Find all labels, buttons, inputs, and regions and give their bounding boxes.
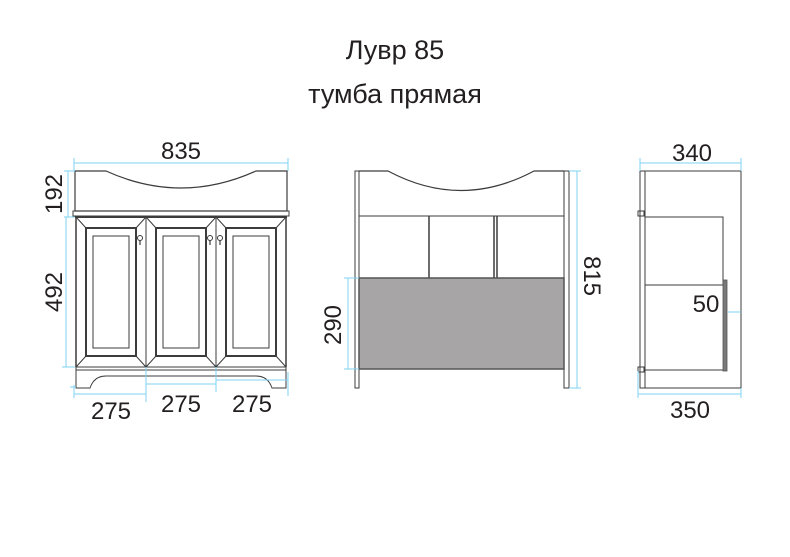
door-handle-icon [207,235,213,245]
front-width-label: 835 [161,138,201,165]
cabinet-height-label: 492 [41,272,68,312]
door-width-label-3: 275 [232,391,272,418]
side-view: 340 350 50 [637,140,742,424]
door-width-label-2: 275 [161,391,201,418]
top-depth-label: 340 [672,140,712,167]
door-left [75,216,147,368]
total-height-label: 815 [578,256,605,296]
door-handle-icon [137,235,143,245]
drawer-shaded-area [358,277,565,370]
door-width-label-1: 275 [91,398,131,425]
sink-height-label: 192 [41,174,68,214]
bottom-depth-label: 350 [670,397,710,424]
door-thickness-label: 50 [693,291,720,318]
front-view: 835 192 492 275 275 275 [41,138,290,425]
section-view: 815 290 [320,170,605,389]
product-title: Лувр 85 [345,35,445,65]
door-handle-icon [217,235,223,245]
door-middle [145,216,217,368]
product-subtitle: тумба прямая [308,79,482,109]
door-right [215,216,287,368]
drawer-height-label: 290 [320,305,347,345]
